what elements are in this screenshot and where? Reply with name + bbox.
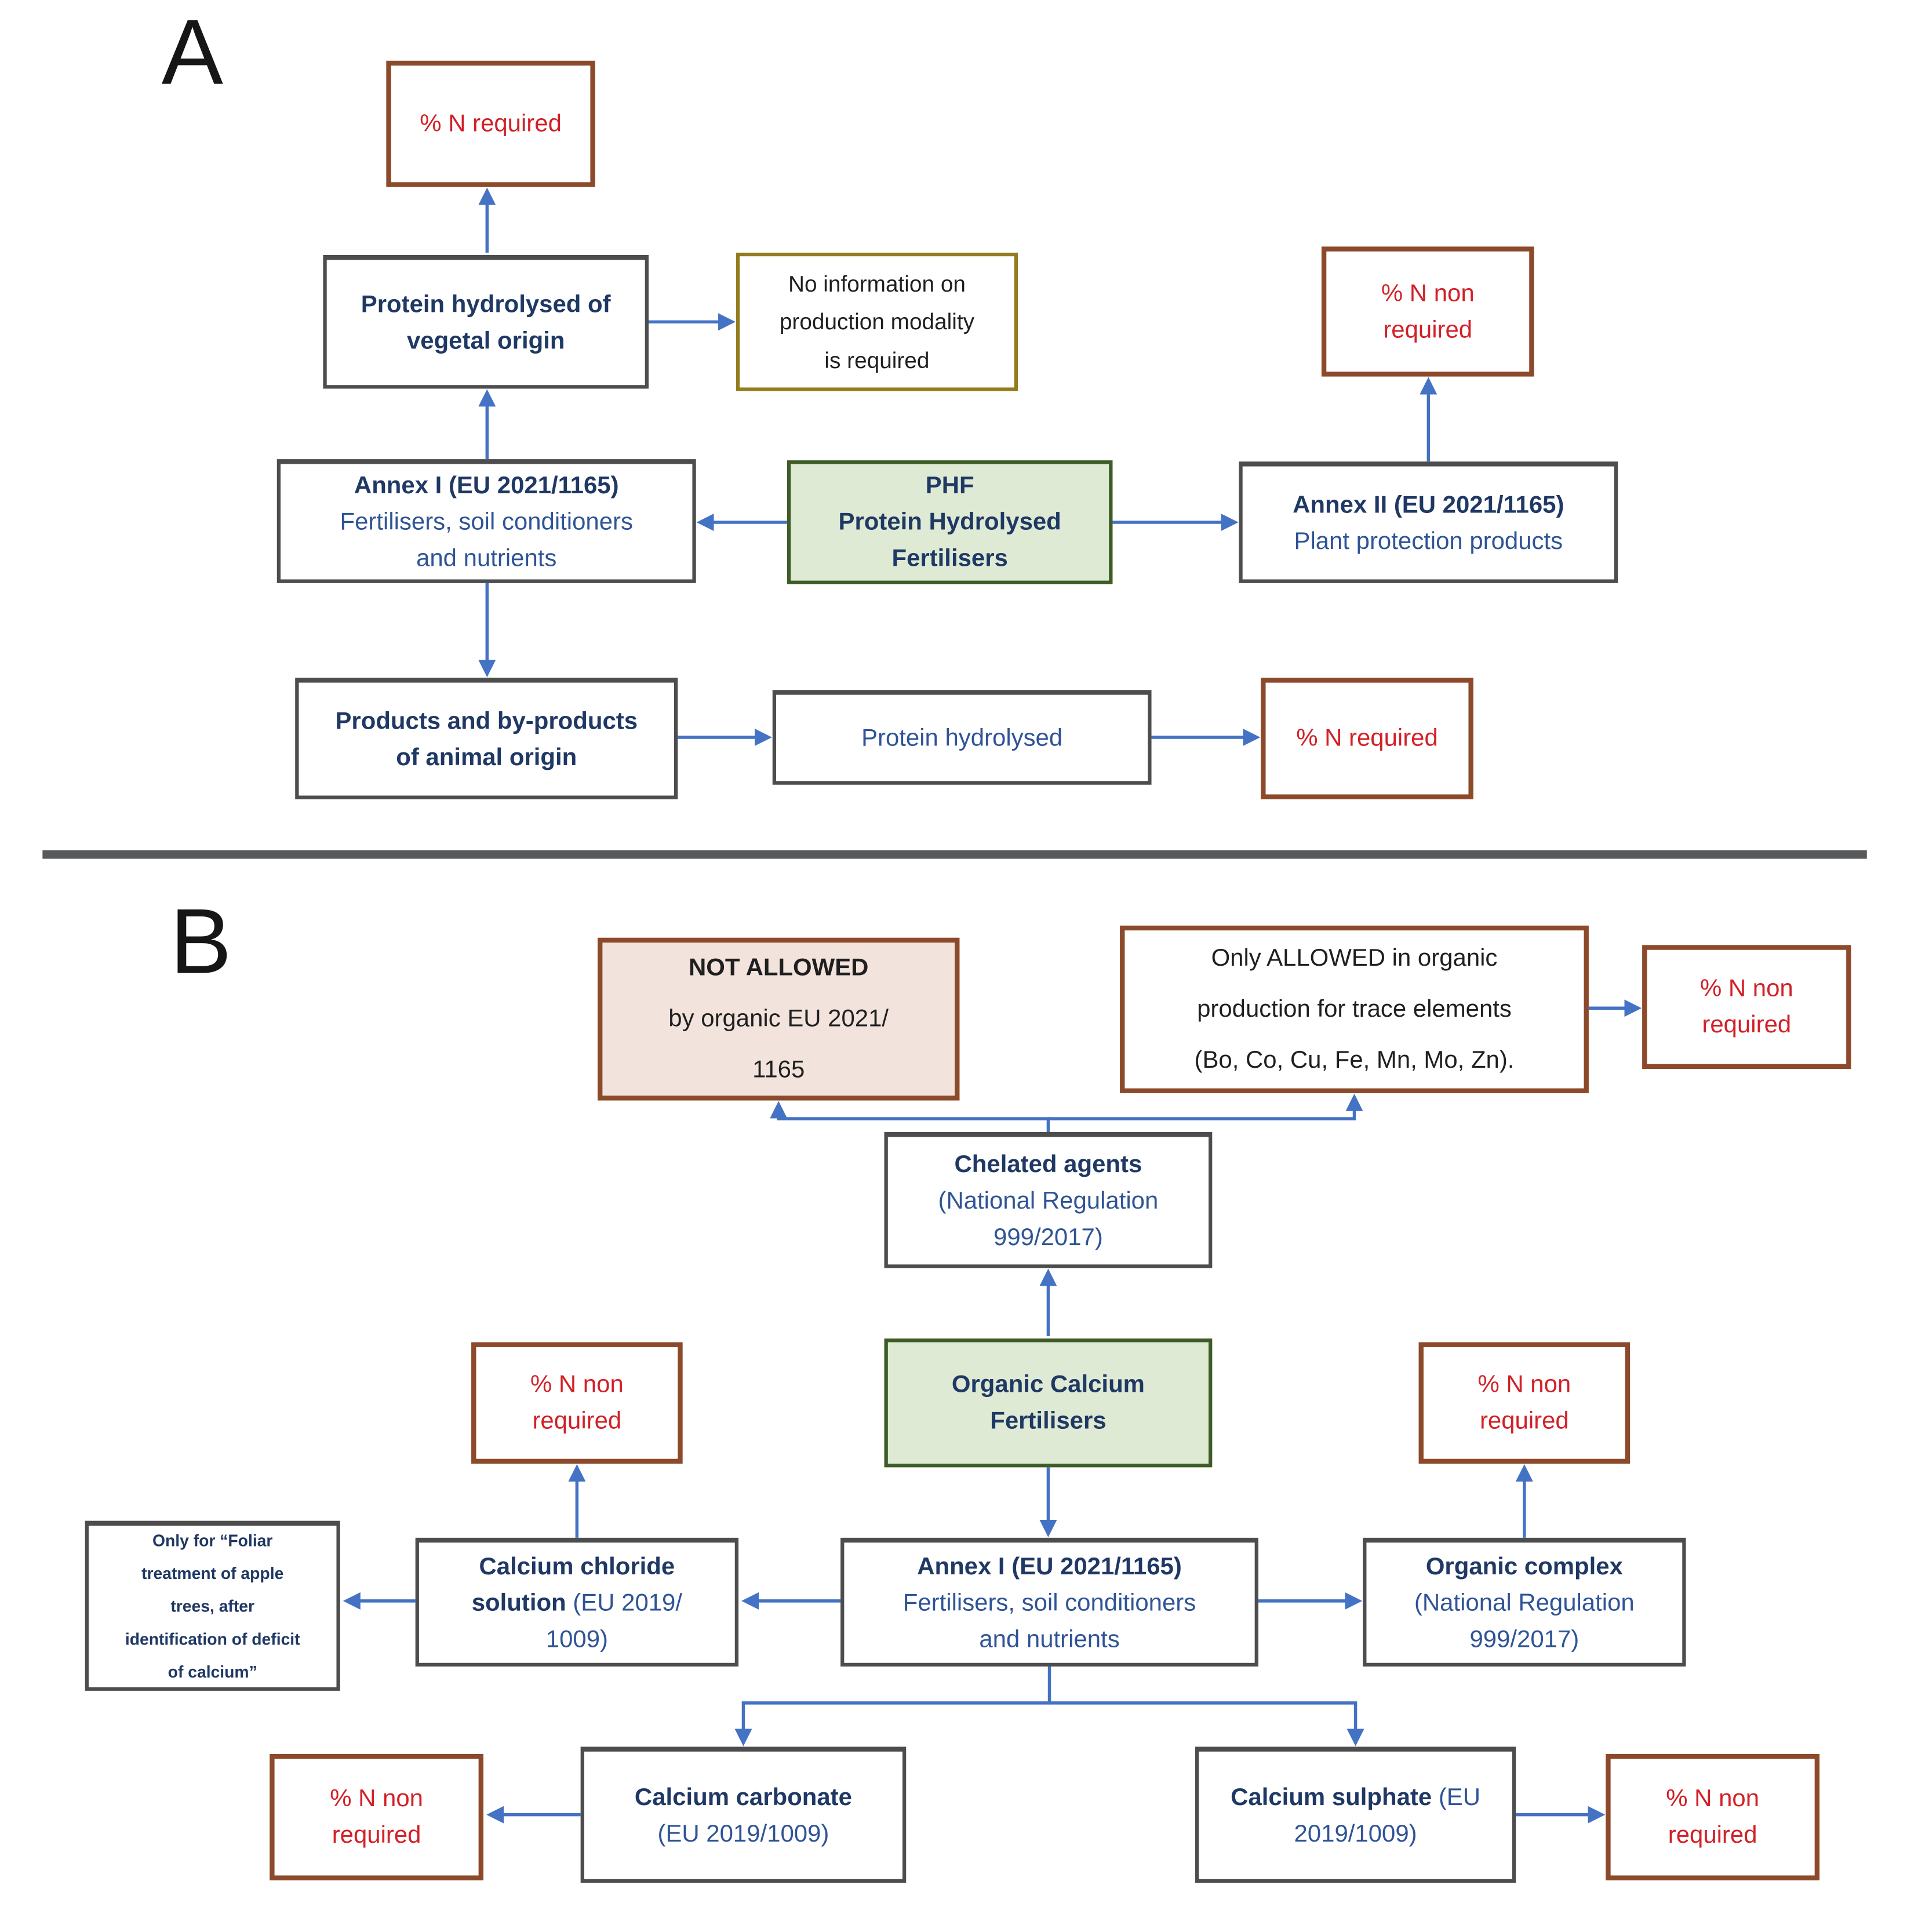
label-line: required <box>1383 316 1473 343</box>
label-line: treatment of apple <box>141 1564 284 1583</box>
node-pct-n-required-bottom: % N required <box>1261 678 1473 799</box>
node-annex-i-b: Annex I (EU 2021/1165) Fertilisers, soil… <box>840 1537 1258 1667</box>
node-organic-calcium: Organic Calcium Fertilisers <box>884 1338 1213 1468</box>
panel-a-label: A <box>161 1 223 105</box>
arrow-chelated-to-not-allowed <box>770 1101 1050 1133</box>
label-line: and nutrients <box>416 544 557 572</box>
label-line: identification of deficit <box>125 1630 300 1649</box>
node-pct-n-non-required-bottom-right: % N non required <box>1606 1753 1820 1880</box>
label-line: Annex I (EU 2021/1165) <box>354 472 619 499</box>
panel-b-label: B <box>170 890 232 994</box>
arrow-chelated-to-only-allowed <box>1048 1093 1363 1120</box>
label-line: Only for “Foliar <box>152 1531 273 1550</box>
label-line: Only ALLOWED in organic <box>1211 945 1498 972</box>
label-line: % N required <box>420 110 562 137</box>
node-pct-n-non-required-left: % N non required <box>471 1342 683 1464</box>
node-products-animal: Products and by-products of animal origi… <box>295 678 678 799</box>
node-pct-n-non-required-right: % N non required <box>1418 1342 1631 1464</box>
label-line: 1009) <box>545 1625 608 1653</box>
label-line: Protein hydrolysed of <box>361 290 611 318</box>
node-chelated-agents: Chelated agents (National Regulation 999… <box>884 1132 1213 1268</box>
node-phf: PHF Protein Hydrolysed Fertilisers <box>787 460 1113 584</box>
label-line: Calcium carbonate <box>634 1784 852 1811</box>
label-line: and nutrients <box>979 1625 1120 1653</box>
arrow-annex1b-to-calcium-carbonate <box>734 1667 1051 1747</box>
label-line: by organic EU 2021/ <box>668 1006 889 1033</box>
label-line: (Bo, Co, Cu, Fe, Mn, Mo, Zn). <box>1194 1047 1515 1074</box>
label-line: No information on <box>788 270 966 296</box>
node-organic-complex: Organic complex (National Regulation 999… <box>1363 1537 1686 1667</box>
label-line: (National Regulation <box>938 1187 1159 1214</box>
node-calcium-chloride: Calcium chloride solution (EU 2019/ 1009… <box>415 1537 739 1667</box>
label-line: % N non <box>1699 975 1793 1002</box>
node-calcium-sulphate: Calcium sulphate (EU 2019/1009) <box>1195 1747 1516 1883</box>
label-line: production for trace elements <box>1197 996 1512 1023</box>
label-line: of animal origin <box>396 744 577 771</box>
label-line: Calcium chloride <box>479 1553 675 1580</box>
label-line: Fertilisers, soil conditioners <box>340 508 633 536</box>
label-line: % N non <box>530 1371 624 1398</box>
node-pct-n-non-required-bottom-left: % N non required <box>270 1753 484 1880</box>
label-line: Calcium sulphate (EU <box>1231 1779 1480 1815</box>
label-line: Protein hydrolysed <box>861 724 1063 752</box>
label-line: 1165 <box>752 1057 805 1084</box>
label-segment: (EU 2019/ <box>566 1589 683 1617</box>
label-line: Fertilisers, soil conditioners <box>902 1589 1196 1617</box>
node-pct-n-required-top: % N required <box>386 60 595 187</box>
label-line: is required <box>824 347 930 373</box>
node-not-allowed: NOT ALLOWED by organic EU 2021/ 1165 <box>597 937 960 1101</box>
node-protein-hydrolysed: Protein hydrolysed <box>772 690 1152 785</box>
label-line: (National Regulation <box>1414 1589 1635 1617</box>
label-line: % N non <box>1381 280 1475 307</box>
label-line: required <box>1479 1407 1569 1435</box>
label-line: % N non <box>330 1785 423 1813</box>
label-segment: Calcium sulphate <box>1231 1784 1432 1811</box>
node-only-allowed: Only ALLOWED in organic production for t… <box>1120 925 1589 1093</box>
label-line: trees, after <box>170 1597 255 1616</box>
label-line: Annex II (EU 2021/1165) <box>1293 491 1564 518</box>
arrow-annex1b-to-calcium-sulphate <box>1049 1701 1364 1747</box>
label-line: required <box>532 1407 622 1435</box>
node-no-information: No information on production modality is… <box>736 252 1018 391</box>
label-segment: solution <box>471 1589 566 1617</box>
label-line: % N non <box>1477 1371 1571 1398</box>
label-line: 999/2017) <box>993 1224 1103 1251</box>
label-line: solution (EU 2019/ <box>472 1585 682 1621</box>
label-line: of calcium” <box>168 1662 257 1682</box>
label-line: Plant protection products <box>1294 527 1563 555</box>
panel-divider <box>42 850 1867 859</box>
label-line: 2019/1009) <box>1294 1820 1417 1847</box>
node-foliar-note: Only for “Foliar treatment of apple tree… <box>85 1520 340 1691</box>
label-line: production modality <box>779 308 975 334</box>
label-line: Products and by-products <box>335 707 638 734</box>
label-line: Annex I (EU 2021/1165) <box>917 1553 1182 1580</box>
node-pct-n-non-required-top-right: % N non required <box>1642 945 1851 1069</box>
node-pct-n-non-required-a: % N non required <box>1321 246 1534 377</box>
label-line: required <box>1702 1012 1792 1039</box>
label-line: NOT ALLOWED <box>689 955 869 982</box>
label-line: Protein Hydrolysed <box>838 509 1061 536</box>
label-line: Organic complex <box>1425 1553 1623 1580</box>
label-line: 999/2017) <box>1469 1625 1580 1653</box>
label-line: required <box>332 1822 421 1849</box>
label-line: PHF <box>925 472 974 500</box>
label-segment: (EU <box>1432 1784 1480 1811</box>
node-calcium-carbonate: Calcium carbonate (EU 2019/1009) <box>580 1747 907 1883</box>
label-line: % N required <box>1296 725 1438 752</box>
label-line: % N non <box>1666 1785 1760 1813</box>
label-line: vegetal origin <box>406 327 565 354</box>
label-line: required <box>1668 1822 1757 1849</box>
label-line: Chelated agents <box>954 1151 1142 1178</box>
node-annex-i-a: Annex I (EU 2021/1165) Fertilisers, soil… <box>276 459 696 583</box>
label-line: Fertilisers <box>891 545 1008 572</box>
label-line: Organic Calcium <box>951 1371 1145 1398</box>
node-protein-vegetal: Protein hydrolysed of vegetal origin <box>323 255 649 389</box>
label-line: (EU 2019/1009) <box>657 1820 829 1847</box>
node-annex-ii: Annex II (EU 2021/1165) Plant protection… <box>1239 461 1618 583</box>
label-line: Fertilisers <box>990 1407 1107 1435</box>
